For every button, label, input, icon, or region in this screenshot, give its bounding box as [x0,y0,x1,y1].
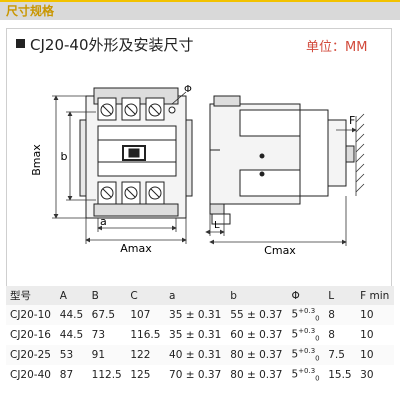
cell-A: 44.5 [55,305,88,325]
f-label: F [349,114,355,127]
cell-model: CJ20-16 [10,329,51,341]
cell-C: 125 [130,369,151,381]
col-F: F min [356,286,394,305]
cell-C: 116.5 [130,329,161,341]
front-dimensions [52,95,187,244]
phi-label: Φ [184,84,192,95]
cell-model: CJ20-10 [6,305,56,325]
cell-B: 91 [87,345,127,365]
cell-F: 10 [356,345,394,365]
table-row: CJ20-40 87 112.5 125 70 ± 0.37 80 ± 0.37 5+0.3… [6,365,394,385]
phi-tolerance-lower: 0 [315,314,320,323]
col-B: B [87,286,127,305]
side-dimensions [205,127,357,246]
cell-L: 8 [324,305,357,325]
cell-L: 15.5 [328,369,352,381]
cell-b: 80 ± 0.37 [230,369,283,381]
side-view [209,95,355,225]
cell-phi: 5+0.30 [287,365,324,385]
cell-a: 35 ± 0.31 [169,329,222,341]
front-view [79,87,193,219]
col-phi: Φ [287,286,325,305]
cell-phi: 5+0.30 [287,325,324,345]
col-C: C [126,286,166,305]
l-label: L [214,220,220,231]
unit-label: 单位：MM [306,40,368,55]
col-b: b [226,286,288,305]
phi-value: 5 [291,348,299,361]
cell-A: 44.5 [59,329,84,341]
col-L: L [324,286,357,305]
phi-tolerance-upper: +0.3 [298,307,316,316]
b-label: b [61,150,68,163]
cell-A: 87 [59,369,74,381]
phi-tolerance-lower: 0 [315,334,320,343]
cell-B: 67.5 [87,305,127,325]
amax-label: Amax [120,242,152,255]
phi-tolerance-upper: +0.3 [298,367,316,376]
heading-bullet-icon [16,39,25,48]
cell-C: 122 [126,345,166,365]
header-bar: 尺寸规格 [0,0,400,20]
cell-phi: 5+0.30 [287,305,325,325]
cell-phi: 5+0.30 [287,345,325,365]
table-header-row: 型号 A B C a b Φ L F min [6,286,394,305]
phi-value: 5 [291,308,299,321]
cell-F: 10 [356,305,394,325]
table-row: CJ20-16 44.5 73 116.5 35 ± 0.31 60 ± 0.37 5+0.… [6,325,394,345]
cmax-label: Cmax [264,244,296,257]
cell-B: 73 [91,329,106,341]
phi-tolerance-lower: 0 [315,354,320,363]
phi-value: 5 [291,368,299,381]
cell-A: 53 [55,345,88,365]
contactor-drawing: Bmax b a Amax Φ F L Cma [30,84,365,257]
cell-b: 60 ± 0.37 [230,329,283,341]
phi-tolerance-lower: 0 [315,374,320,383]
cell-L: 7.5 [324,345,357,365]
cell-a: 40 ± 0.31 [165,345,227,365]
cell-F: 30 [360,369,374,381]
cell-a: 35 ± 0.31 [165,305,227,325]
cell-model: CJ20-25 [6,345,56,365]
header-title: 尺寸规格 [6,4,55,18]
col-model: 型号 [6,286,56,305]
cell-L: 8 [328,329,335,341]
cell-F: 10 [360,329,374,341]
cell-a: 70 ± 0.37 [169,369,222,381]
mounting-wall [355,113,365,196]
cell-B: 112.5 [91,369,122,381]
col-A: A [55,286,88,305]
phi-value: 5 [291,328,299,341]
bmax-label: Bmax [30,144,43,176]
cell-model: CJ20-40 [10,369,51,381]
a-label: a [100,215,107,228]
header-accent-line [0,0,400,2]
col-a: a [165,286,227,305]
cell-C: 107 [126,305,166,325]
phi-tolerance-upper: +0.3 [298,347,316,356]
cell-b: 55 ± 0.37 [226,305,288,325]
cell-b: 80 ± 0.37 [226,345,288,365]
phi-tolerance-upper: +0.3 [298,327,316,336]
diagram-title: CJ20-40外形及安装尺寸 [30,36,194,54]
